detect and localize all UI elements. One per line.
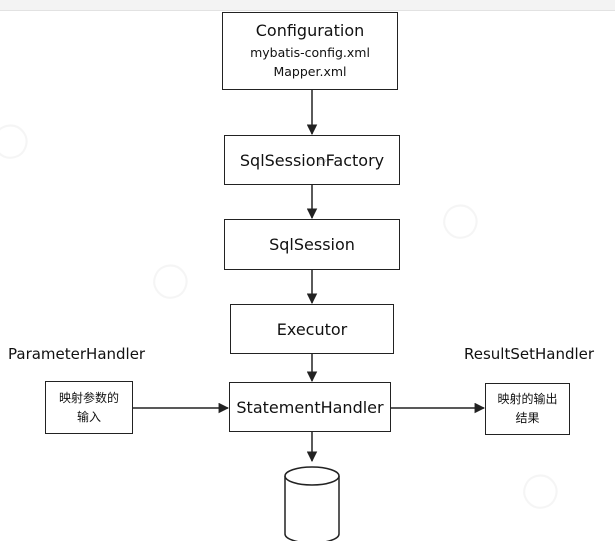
parameter-handler-label: ParameterHandler [8, 345, 146, 363]
sql-session-box: SqlSession [224, 219, 400, 270]
configuration-box: Configuration mybatis-config.xml Mapper.… [222, 12, 398, 90]
result-mapping-text: 映射的输出 结果 [497, 392, 558, 425]
config-file-mapper: Mapper.xml [273, 64, 347, 79]
sql-session-factory-box: SqlSessionFactory [224, 135, 400, 185]
result-set-handler-label: ResultSetHandler [464, 345, 595, 363]
parameter-mapping-text: 映射参数的 输入 [58, 390, 119, 424]
parameter-mapping-box: 映射参数的 输入 [45, 381, 133, 434]
configuration-title: Configuration [255, 21, 365, 40]
database-cylinder [284, 466, 340, 541]
sql-session-title: SqlSession [269, 235, 355, 254]
statement-handler-title: StatementHandler [236, 397, 384, 417]
executor-title: Executor [276, 319, 348, 339]
statement-handler-box: StatementHandler [229, 382, 391, 432]
executor-box: Executor [230, 304, 394, 354]
sql-session-factory-title: SqlSessionFactory [239, 150, 385, 170]
config-file-mybatis: mybatis-config.xml [250, 45, 370, 60]
mouse-cursor-icon: ☞ [318, 155, 329, 169]
result-mapping-box: 映射的输出 结果 [485, 383, 570, 435]
